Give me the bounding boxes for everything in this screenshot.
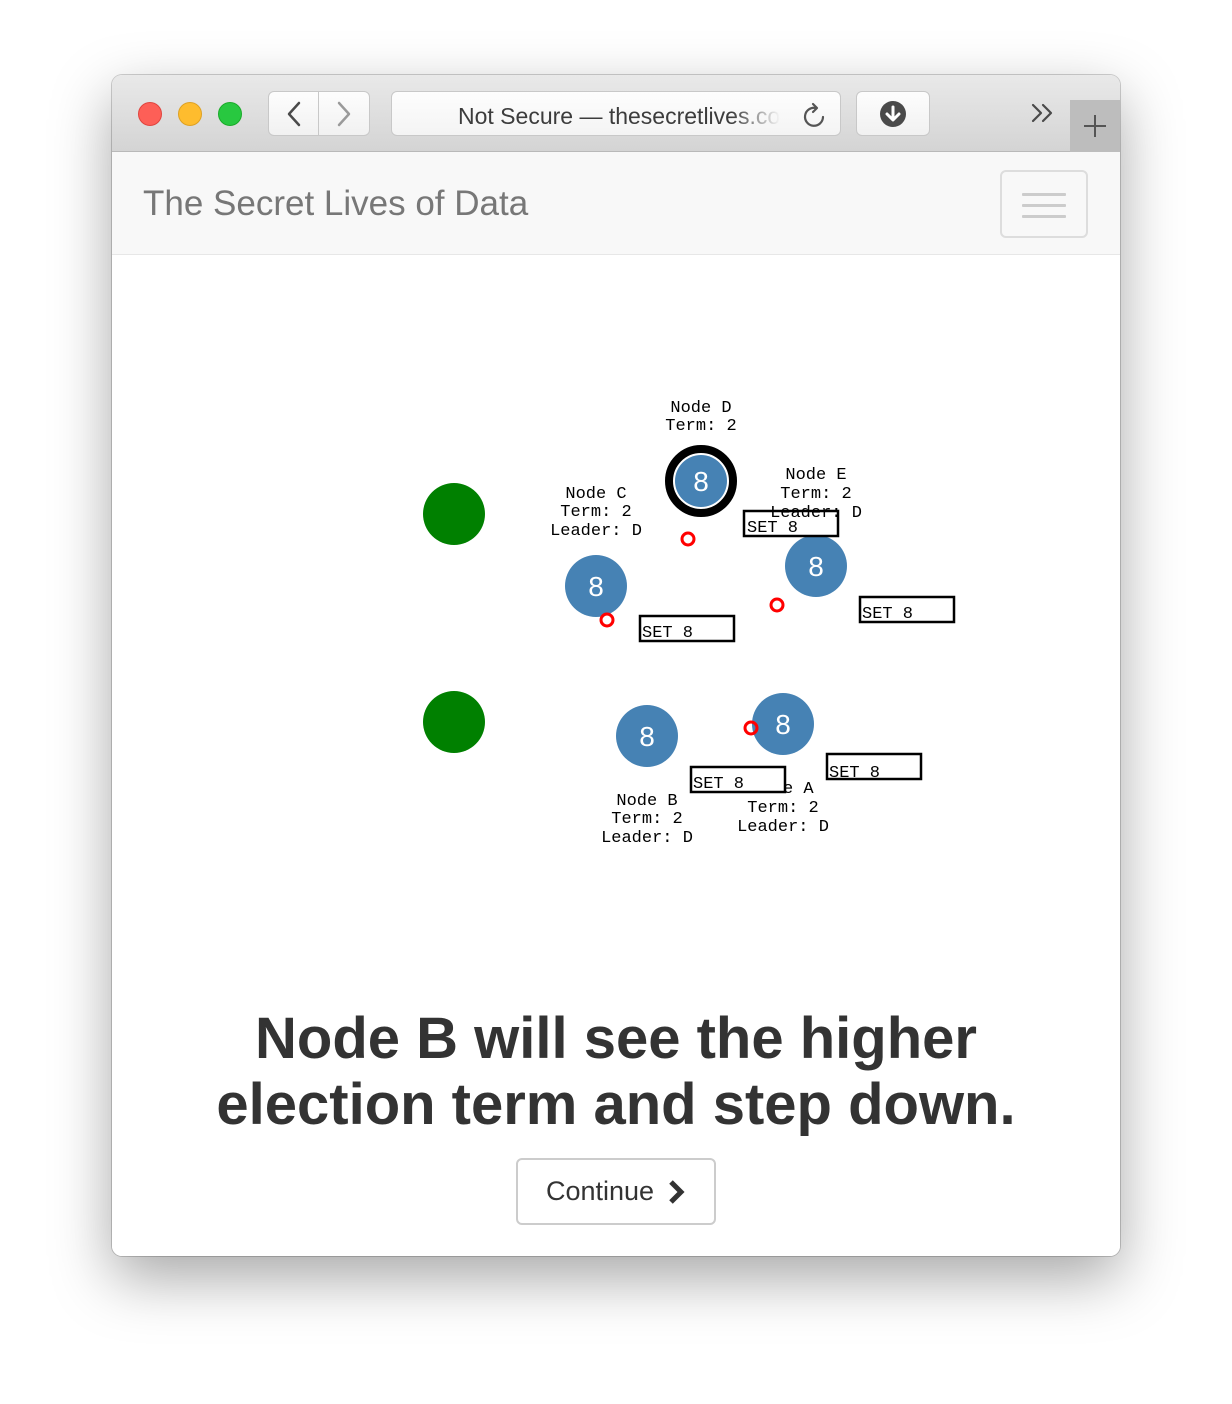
title-bar: Not Secure — thesecretlives.com	[112, 75, 1120, 152]
node-a-value: 8	[775, 709, 791, 740]
minimize-window-button[interactable]	[178, 102, 202, 126]
heartbeat-message	[769, 597, 785, 613]
server-node-d	[675, 455, 727, 507]
log-entry: SET 8	[825, 752, 923, 783]
address-text: Not Secure — thesecretlives.com	[458, 103, 780, 129]
log-entry: SET 8	[689, 765, 787, 794]
zoom-window-button[interactable]	[218, 102, 242, 126]
node-c-leader: Leader: D	[550, 522, 642, 541]
node-a-term: Term: 2	[747, 799, 818, 818]
continue-label: Continue	[545, 1176, 655, 1206]
svg-text:SET 8: SET 8	[829, 764, 880, 783]
overflow-chevrons-icon[interactable]	[1030, 101, 1056, 125]
client-node	[423, 483, 485, 545]
node-e-label: Node E	[785, 466, 846, 485]
chevron-right-icon	[669, 1179, 685, 1204]
node-b-term: Term: 2	[611, 810, 682, 829]
close-window-button[interactable]	[138, 102, 162, 126]
leader-ring	[665, 445, 737, 517]
raft-simulation: 8 Node D Term: 2 8 Node C Term: 2 Leader…	[423, 399, 956, 848]
node-d-term: Term: 2	[665, 417, 736, 436]
download-icon	[880, 100, 906, 127]
forward-arrow-icon	[337, 101, 351, 126]
hamburger-icon	[1022, 215, 1066, 218]
svg-text:SET 8: SET 8	[747, 519, 798, 538]
heartbeat-message	[743, 720, 759, 736]
client-node	[423, 691, 485, 753]
forward-button[interactable]	[319, 91, 370, 136]
new-tab-plus-icon	[1084, 115, 1106, 137]
svg-text:SET 8: SET 8	[693, 775, 744, 794]
site-brand-link[interactable]: The Secret Lives of Data	[143, 184, 529, 223]
node-b-leader: Leader: D	[601, 829, 693, 848]
server-node-c	[565, 555, 627, 617]
address-bar[interactable]: Not Secure — thesecretlives.com	[391, 91, 841, 136]
new-tab-button[interactable]	[1070, 100, 1120, 152]
heartbeat-message	[599, 612, 615, 628]
svg-text:SET 8: SET 8	[642, 624, 693, 643]
server-node-b	[616, 705, 678, 767]
back-arrow-icon	[287, 101, 300, 126]
node-c-value: 8	[588, 571, 604, 602]
node-c-term: Term: 2	[560, 503, 631, 522]
node-d-value: 8	[693, 466, 709, 497]
site-navbar: The Secret Lives of Data	[112, 152, 1120, 255]
reload-icon[interactable]	[802, 101, 828, 129]
downloads-button[interactable]	[856, 91, 930, 136]
server-node-e	[785, 535, 847, 597]
log-entry: SET 8	[742, 509, 840, 538]
node-e-term: Term: 2	[780, 485, 851, 504]
heartbeat-message	[680, 531, 696, 547]
browser-window: Not Secure — thesecretlives.com T	[112, 75, 1120, 1256]
step-caption: Node B will see the higher election term…	[216, 1006, 1016, 1137]
node-e-value: 8	[808, 551, 824, 582]
hamburger-icon	[1022, 204, 1066, 207]
hamburger-icon	[1022, 193, 1066, 196]
node-d-label: Node D	[670, 399, 731, 418]
node-b-value: 8	[639, 721, 655, 752]
back-button[interactable]	[268, 91, 319, 136]
log-entry: SET 8	[858, 595, 956, 624]
log-entry: SET 8	[638, 614, 736, 643]
continue-button[interactable]: Continue	[516, 1158, 716, 1225]
svg-text:SET 8: SET 8	[862, 605, 913, 624]
node-a-leader: Leader: D	[737, 818, 829, 837]
menu-toggle-button[interactable]	[1000, 170, 1088, 238]
node-c-label: Node C	[565, 485, 626, 504]
node-b-label: Node B	[616, 792, 677, 811]
server-node-a	[752, 693, 814, 755]
page-content: 8 Node D Term: 2 8 Node C Term: 2 Leader…	[112, 256, 1120, 1256]
